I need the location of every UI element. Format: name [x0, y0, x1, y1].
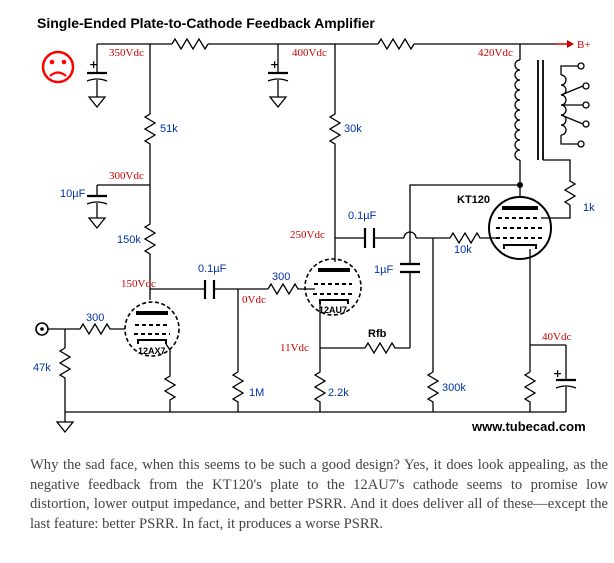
svg-text:+: +: [270, 58, 279, 71]
cap-0.1uf-coupling-a: [203, 280, 216, 299]
label-51k: 51k: [160, 123, 178, 135]
schematic-diagram: Single-Ended Plate-to-Cathode Feedback A…: [33, 15, 595, 434]
svg-text:+: +: [553, 367, 562, 380]
voltage-400: 400Vdc: [292, 47, 327, 59]
voltage-420: 420Vdc: [478, 47, 513, 59]
label-0.1uf-a: 0.1µF: [198, 263, 227, 275]
input-jack: [35, 322, 49, 336]
cap-1uf: [400, 262, 420, 274]
resistor-47k: [58, 347, 72, 412]
resistor-1k: [563, 165, 577, 206]
bplus-label: B+: [577, 39, 591, 51]
label-30k: 30k: [344, 123, 362, 135]
bplus-terminal: B+: [555, 39, 591, 51]
label-300k: 300k: [442, 382, 466, 394]
label-1k: 1k: [583, 202, 595, 214]
label-300-input: 300: [86, 312, 104, 324]
label-150k: 150k: [117, 234, 141, 246]
cap-400v-decoupling: +: [267, 55, 289, 109]
resistor-150k: [143, 185, 157, 300]
voltage-150: 150Vdc: [121, 278, 156, 290]
voltage-250: 250Vdc: [290, 229, 325, 241]
caption-text: Why the sad face, when this seems to be …: [30, 457, 608, 532]
resistor-kt120-cathode: [523, 371, 537, 412]
resistor-2.2k: [313, 348, 327, 412]
voltage-11: 11Vdc: [280, 342, 309, 354]
ground-rail: [55, 411, 566, 434]
tube-kt120-label: KT120: [457, 194, 490, 206]
tube-12ax7-label: 12AX7: [138, 346, 166, 356]
website-label: www.tubecad.com: [471, 419, 586, 434]
label-1m: 1M: [249, 387, 264, 399]
label-rfb: Rfb: [368, 328, 387, 340]
label-300-grid: 300: [272, 271, 290, 283]
output-transformer: [514, 44, 590, 161]
top-supply-rail: [97, 37, 555, 108]
resistor-300-input: [79, 322, 125, 336]
label-47k: 47k: [33, 362, 51, 374]
voltage-350: 350Vdc: [109, 47, 144, 59]
resistor-300k: [426, 371, 440, 412]
resistor-10k: [449, 231, 496, 245]
voltage-0: 0Vdc: [242, 294, 266, 306]
resistor-12ax7-cathode: [163, 343, 177, 412]
label-0.1uf-b: 0.1µF: [348, 210, 377, 222]
resistor-300-grid: [267, 282, 315, 296]
voltage-300: 300Vdc: [109, 170, 144, 182]
cap-cathode-bypass: +: [553, 345, 577, 412]
tube-12au7: 12AU7: [304, 258, 362, 316]
tube-12au7-label: 12AU7: [319, 305, 347, 315]
cap-350v-decoupling: +: [86, 44, 108, 109]
voltage-40: 40Vdc: [542, 331, 571, 343]
label-1uf: 1µF: [374, 264, 393, 276]
cap-0.1uf-coupling-b: [363, 228, 376, 248]
tube-kt120: [488, 196, 552, 260]
resistor-51k: [143, 108, 157, 160]
resistor-30k: [328, 108, 342, 262]
tube-12ax7: 12AX7: [124, 301, 180, 357]
label-10k: 10k: [454, 244, 472, 256]
cap-10uf: [86, 185, 108, 230]
label-10uf: 10µF: [60, 188, 86, 200]
diagram-title: Single-Ended Plate-to-Cathode Feedback A…: [37, 15, 375, 31]
resistor-1m: [231, 371, 245, 412]
svg-text:+: +: [89, 58, 98, 71]
label-2.2k: 2.2k: [328, 387, 349, 399]
sad-face-icon: [41, 50, 75, 84]
resistor-rfb: [364, 341, 410, 355]
